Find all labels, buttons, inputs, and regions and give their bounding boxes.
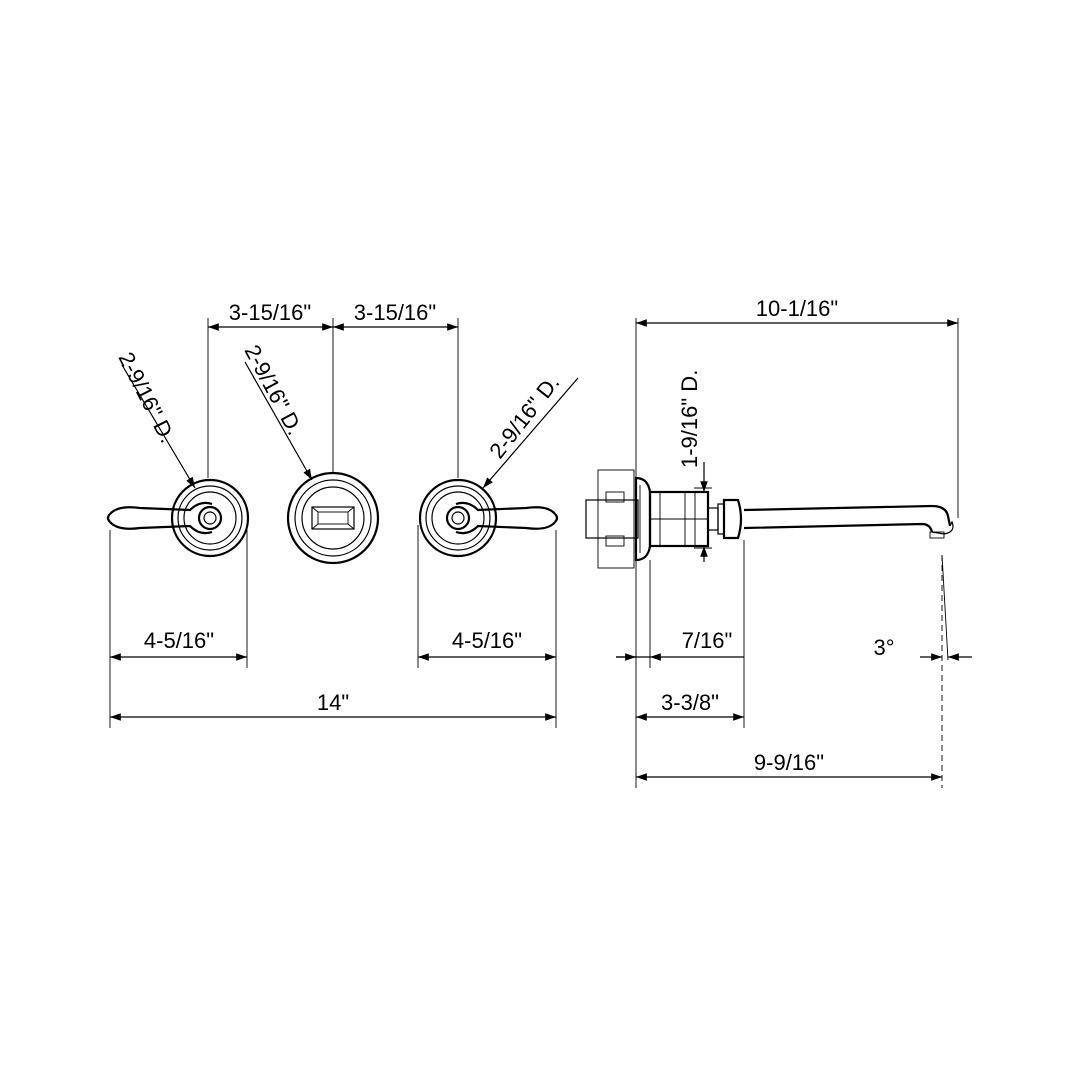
left-handle <box>106 478 250 558</box>
dim-left-handle-width: 4-5/16" <box>144 628 214 653</box>
wall-section <box>597 469 635 569</box>
dim-handle-spacing-right: 3-15/16" <box>354 300 436 325</box>
dim-right-handle-width: 4-5/16" <box>452 628 522 653</box>
dim-escutcheon-depth: 7/16" <box>682 628 733 653</box>
dim-wall-offset: 3-3/8" <box>661 690 719 715</box>
dim-handle-spacing-left: 3-15/16" <box>229 300 311 325</box>
dim-center-diameter: 2-9/16" D. <box>240 341 308 440</box>
dim-spout-length: 10-1/16" <box>756 296 838 321</box>
dim-spout-angle: 3° <box>873 635 894 660</box>
dim-spout-reach: 9-9/16" <box>754 750 824 775</box>
center-diverter <box>286 471 380 565</box>
dim-overall-width: 14" <box>317 690 349 715</box>
dim-left-handle-diameter: 2-9/16" D. <box>114 348 181 447</box>
dim-escutcheon-diameter: 1-9/16" D. <box>677 370 702 468</box>
right-handle <box>418 478 559 558</box>
front-view: 3-15/16" 3-15/16" 2-9/16" D. 2-9/16" D. … <box>106 300 579 728</box>
side-view: 10-1/16" 1-9/16" D. 7/16" 3-3/8" 9-9/16"… <box>585 296 972 788</box>
dim-right-handle-diameter: 2-9/16" D. <box>484 370 564 463</box>
